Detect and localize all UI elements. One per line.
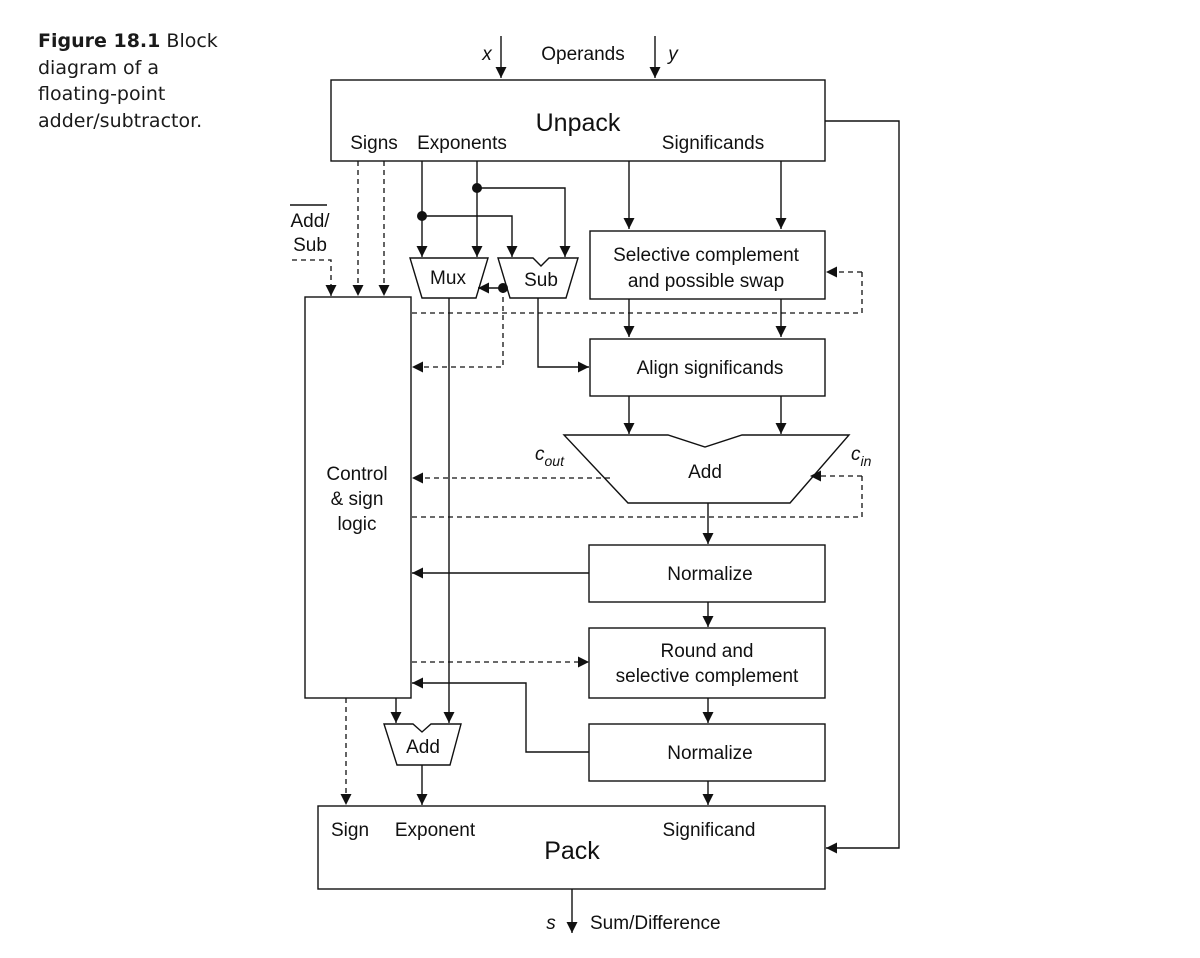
pack-significand-label: Significand [663,820,756,841]
pack-block [317,805,826,890]
unpack-title: Unpack [536,109,621,137]
normalize-block-2 [588,723,826,782]
solid-connections [390,36,900,933]
mux-label: Mux [430,268,466,289]
round-block [588,627,826,699]
control-label-line2: & sign [331,489,384,510]
output-s-label: s [546,913,556,934]
cin-label: cin [851,444,872,469]
normalize-2-label: Normalize [667,743,753,764]
unpack-block [330,79,826,162]
align-significands-label: Align significands [637,358,784,379]
operands-label: Operands [541,44,624,65]
control-label-line3: logic [337,514,376,535]
selective-complement-line1: Selective complement [613,245,800,266]
mux-block [409,257,489,299]
exponents-label: Exponents [417,133,507,154]
pack-sign-label: Sign [331,820,369,841]
round-label-line2: selective complement [616,666,799,687]
add-significands-label: Add [688,462,722,483]
sub-block [497,257,579,299]
normalize-1-label: Normalize [667,564,753,585]
round-label-line1: Round and [661,641,754,662]
cout-label: cout [535,444,565,469]
figure-label: Figure 18.1 [38,30,161,52]
add-sub-label-line2: Sub [293,235,327,256]
figure-caption-text: Block diagram of a floating-point adder/… [38,30,218,132]
align-significands-block [589,338,826,397]
dashed-control-signals [292,161,863,805]
input-y-label: y [666,44,679,65]
figure-caption: Figure 18.1 Block diagram of a floating-… [38,28,238,134]
pack-exponent-label: Exponent [395,820,476,841]
pack-title: Pack [544,837,600,865]
add-sub-label-line1: Add/ [290,211,330,232]
significands-label: Significands [662,133,764,154]
exponent-add-block [383,723,462,766]
control-logic-block [304,296,412,699]
exponent-add-label: Add [406,737,440,758]
selective-complement-line2: and possible swap [628,271,784,292]
add-significands-block [562,434,851,504]
signs-label: Signs [350,133,398,154]
input-x-label: x [481,44,493,65]
selective-complement-block [589,230,826,300]
sum-difference-label: Sum/Difference [590,913,721,934]
control-label-line1: Control [326,464,387,485]
sub-label: Sub [524,270,558,291]
